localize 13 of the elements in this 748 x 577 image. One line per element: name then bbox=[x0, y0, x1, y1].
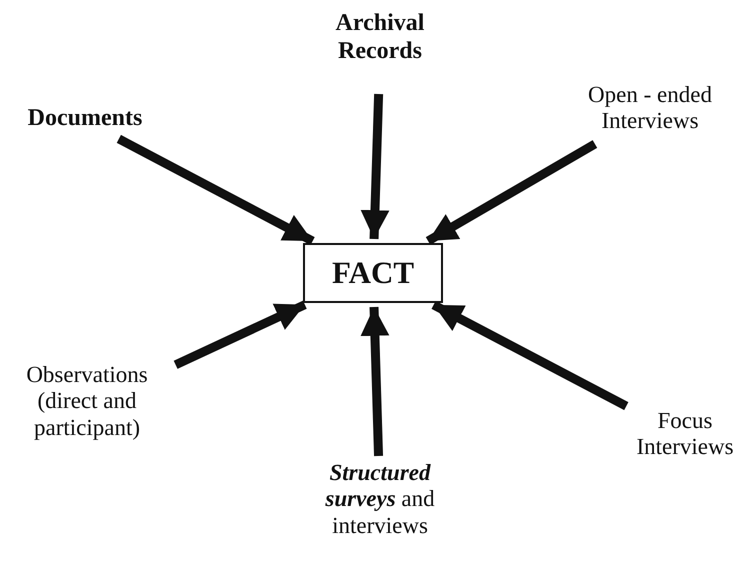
source-label: Structured surveys and interviews bbox=[305, 460, 455, 548]
arrow bbox=[360, 94, 390, 240]
source-label: Archival Records bbox=[300, 10, 460, 90]
source-label: Open - ended Interviews bbox=[560, 82, 740, 142]
fact-box: FACT bbox=[303, 243, 443, 303]
source-label: Focus Interviews bbox=[620, 408, 748, 466]
arrow bbox=[360, 306, 390, 456]
arrow bbox=[116, 134, 315, 246]
arrow bbox=[174, 300, 307, 369]
source-label: Observations (direct and participant) bbox=[2, 362, 172, 450]
arrow bbox=[426, 140, 598, 245]
arrow bbox=[432, 300, 628, 410]
source-label: Documents bbox=[10, 105, 160, 137]
